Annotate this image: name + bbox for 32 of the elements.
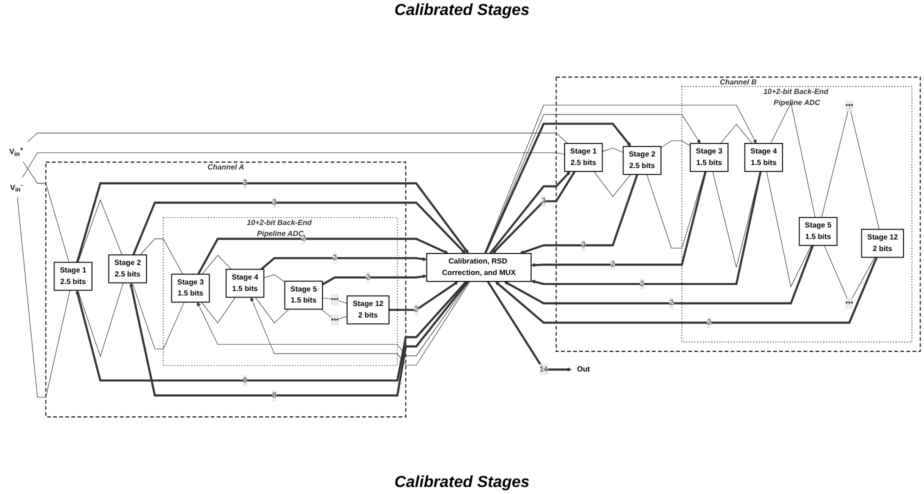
connector (22, 161, 70, 263)
arrow (484, 104, 757, 254)
arrow (530, 171, 762, 286)
connector (17, 197, 70, 398)
arrow (530, 171, 707, 268)
arrow (484, 114, 700, 254)
arrow (322, 274, 427, 286)
connector (602, 148, 624, 153)
arrow (495, 256, 878, 324)
connector (646, 171, 706, 248)
arrow (260, 257, 427, 270)
group-caption: Calibrated Stages (394, 474, 530, 492)
group-caption: Calibrated Stages (394, 2, 530, 20)
arrow (504, 245, 814, 304)
arrow (197, 238, 449, 275)
connector (78, 282, 124, 358)
connector (140, 238, 184, 274)
arrow (76, 182, 469, 263)
arrow (520, 174, 638, 254)
connector (770, 102, 816, 218)
connector (766, 171, 812, 288)
arrow (132, 202, 466, 256)
connector (22, 152, 565, 178)
connector (132, 282, 184, 350)
connector (660, 140, 691, 148)
connector (264, 274, 286, 282)
arrow (388, 281, 458, 311)
connector (27, 132, 568, 144)
connector (78, 199, 122, 263)
arrow (484, 122, 632, 254)
connector (712, 171, 760, 268)
arrow (486, 280, 572, 372)
